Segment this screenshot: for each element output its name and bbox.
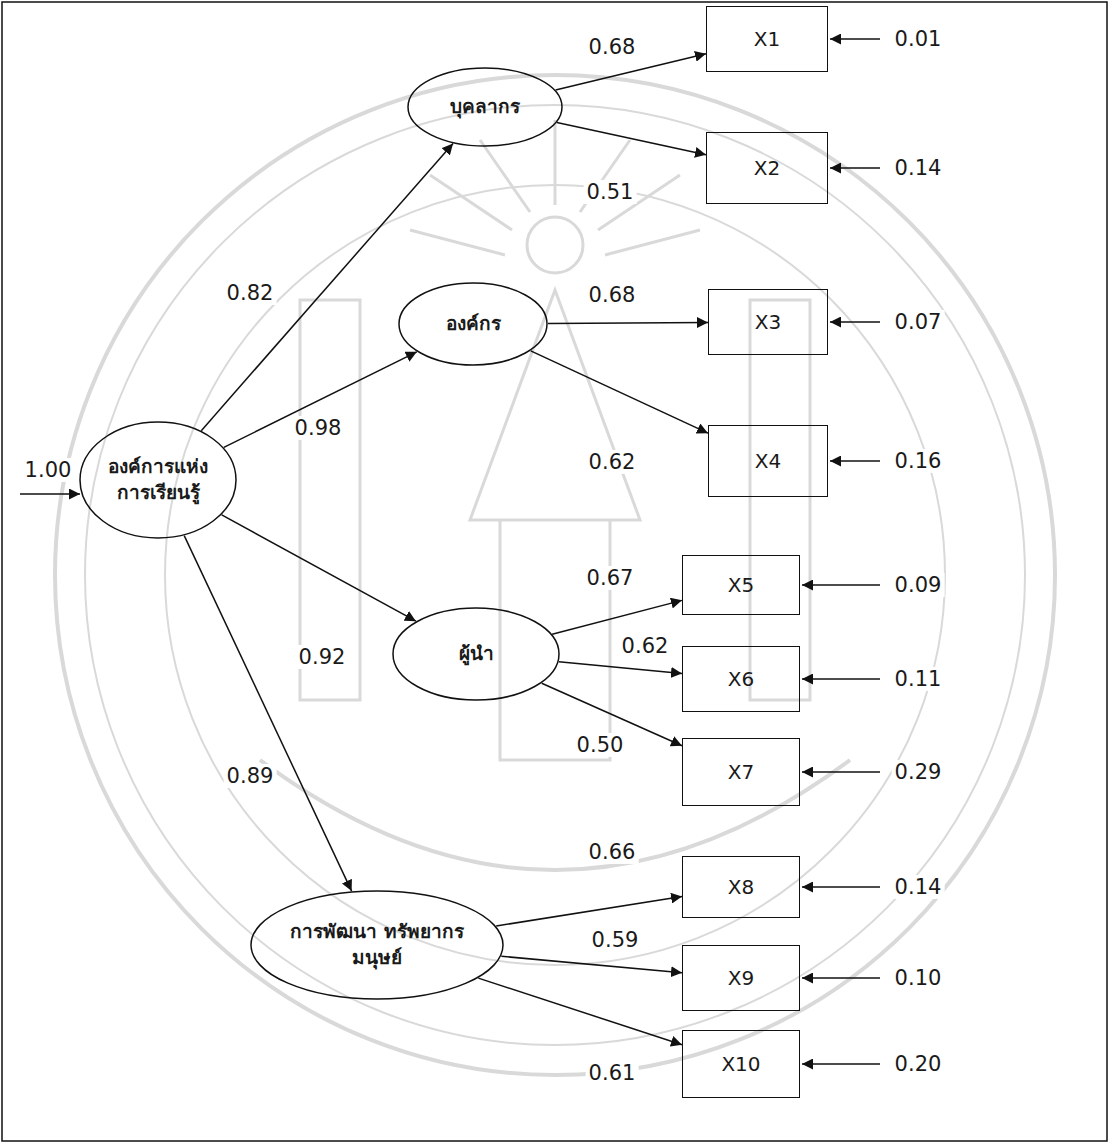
error-variance: 0.14 xyxy=(892,875,945,899)
loading-value: 0.92 xyxy=(296,645,349,669)
loading-arrow xyxy=(557,123,706,155)
loading-value: 0.68 xyxy=(586,283,639,307)
ellipse-outline xyxy=(79,421,237,539)
ellipse-shape xyxy=(408,68,562,146)
error-arrows xyxy=(20,39,880,1064)
error-variance: 0.14 xyxy=(892,156,945,180)
indicator-box: X4 xyxy=(708,425,828,497)
loading-value: 0.82 xyxy=(224,281,277,305)
construct-name: ผู้นำ xyxy=(414,641,538,667)
disturbance-value: 1.00 xyxy=(22,458,75,482)
indicator-box: X1 xyxy=(706,6,828,72)
seal-ring xyxy=(55,75,1055,1075)
loading-arrow xyxy=(224,352,417,448)
indicator-name: X4 xyxy=(755,448,781,475)
loading-arrow xyxy=(222,515,416,621)
loading-value: 0.67 xyxy=(584,566,637,590)
error-arrow xyxy=(802,771,880,773)
latent-ellipse: ผู้นำ xyxy=(392,607,560,701)
ellipse-shape xyxy=(399,283,547,365)
error-variance: 0.09 xyxy=(892,573,945,597)
latent-ellipse: องค์กร xyxy=(398,282,548,366)
loading-arrow xyxy=(201,143,453,430)
construct-name: การพัฒนา ทรัพยากรมนุษย์ xyxy=(283,919,471,970)
loading-arrow xyxy=(184,536,351,891)
loading-arrow xyxy=(478,978,682,1045)
error-variance: 0.01 xyxy=(892,27,945,51)
ellipse-shape xyxy=(251,891,503,999)
loading-value: 0.62 xyxy=(619,634,672,658)
error-variance: 0.07 xyxy=(892,310,945,334)
loading-arrow xyxy=(559,662,682,674)
loading-arrow xyxy=(548,322,708,323)
error-variance: 0.16 xyxy=(892,449,945,473)
ellipse-shape xyxy=(80,422,236,538)
ellipse-outline xyxy=(250,890,504,1000)
loading-value: 0.62 xyxy=(586,450,639,474)
loading-arrow xyxy=(496,896,682,926)
seal-ring xyxy=(85,105,1025,1045)
latent-ellipse: องค์การแห่ง การเรียนรู้ xyxy=(79,421,237,539)
indicator-box: X9 xyxy=(682,945,800,1011)
seal-ribbon xyxy=(260,760,850,870)
latent-ellipse: บุคลากร xyxy=(407,67,563,147)
error-arrow xyxy=(802,678,880,680)
loading-value: 0.59 xyxy=(589,928,642,952)
indicator-box: X7 xyxy=(682,738,800,806)
indicator-name: X1 xyxy=(754,26,780,53)
disturbance-arrow xyxy=(20,493,80,495)
indicator-name: X8 xyxy=(728,874,754,901)
seal-sun xyxy=(527,217,583,273)
loading-value: 0.89 xyxy=(224,764,277,788)
construct-name: องค์กร xyxy=(418,311,529,337)
error-arrow xyxy=(830,167,880,169)
seal-towers xyxy=(300,300,810,700)
loading-value: 0.66 xyxy=(586,840,639,864)
error-arrow xyxy=(802,886,880,888)
ellipse-shape xyxy=(393,608,559,700)
seal-rays xyxy=(410,120,700,255)
indicator-name: X2 xyxy=(754,155,780,182)
indicator-box: X3 xyxy=(708,289,828,355)
indicator-name: X3 xyxy=(755,309,781,336)
error-variance: 0.10 xyxy=(892,966,945,990)
indicator-name: X9 xyxy=(728,965,754,992)
loading-arrow xyxy=(552,600,682,634)
indicator-name: X5 xyxy=(728,572,754,599)
loading-arrow xyxy=(531,351,708,433)
indicator-box: X5 xyxy=(682,555,800,615)
watermark-seal xyxy=(55,75,1055,1075)
loading-arrow xyxy=(501,956,682,972)
error-variance: 0.11 xyxy=(892,667,945,691)
loading-arrow xyxy=(556,54,706,90)
error-arrow xyxy=(802,584,880,586)
error-arrow xyxy=(802,977,880,979)
loading-value: 0.68 xyxy=(586,35,639,59)
latent-ellipse: การพัฒนา ทรัพยากรมนุษย์ xyxy=(250,890,504,1000)
error-variance: 0.29 xyxy=(892,760,945,784)
error-variance: 0.20 xyxy=(892,1052,945,1076)
error-arrow xyxy=(802,1063,880,1065)
error-arrow xyxy=(830,460,880,462)
indicator-box: X6 xyxy=(682,646,800,712)
construct-name: บุคลากร xyxy=(428,94,543,120)
seal-ring xyxy=(165,185,945,965)
error-arrow xyxy=(830,321,880,323)
error-arrow xyxy=(830,38,880,40)
indicator-box: X10 xyxy=(682,1030,800,1098)
indicator-box: X8 xyxy=(682,856,800,918)
construct-name: องค์การแห่ง การเรียนรู้ xyxy=(100,454,217,505)
indicator-box: X2 xyxy=(706,132,828,204)
indicator-name: X6 xyxy=(728,666,754,693)
loading-value: 0.61 xyxy=(586,1061,639,1085)
indicator-name: X10 xyxy=(721,1051,760,1078)
loading-value: 0.51 xyxy=(584,180,637,204)
indicator-name: X7 xyxy=(728,759,754,786)
loading-value: 0.98 xyxy=(292,416,345,440)
loading-value: 0.50 xyxy=(574,733,627,757)
